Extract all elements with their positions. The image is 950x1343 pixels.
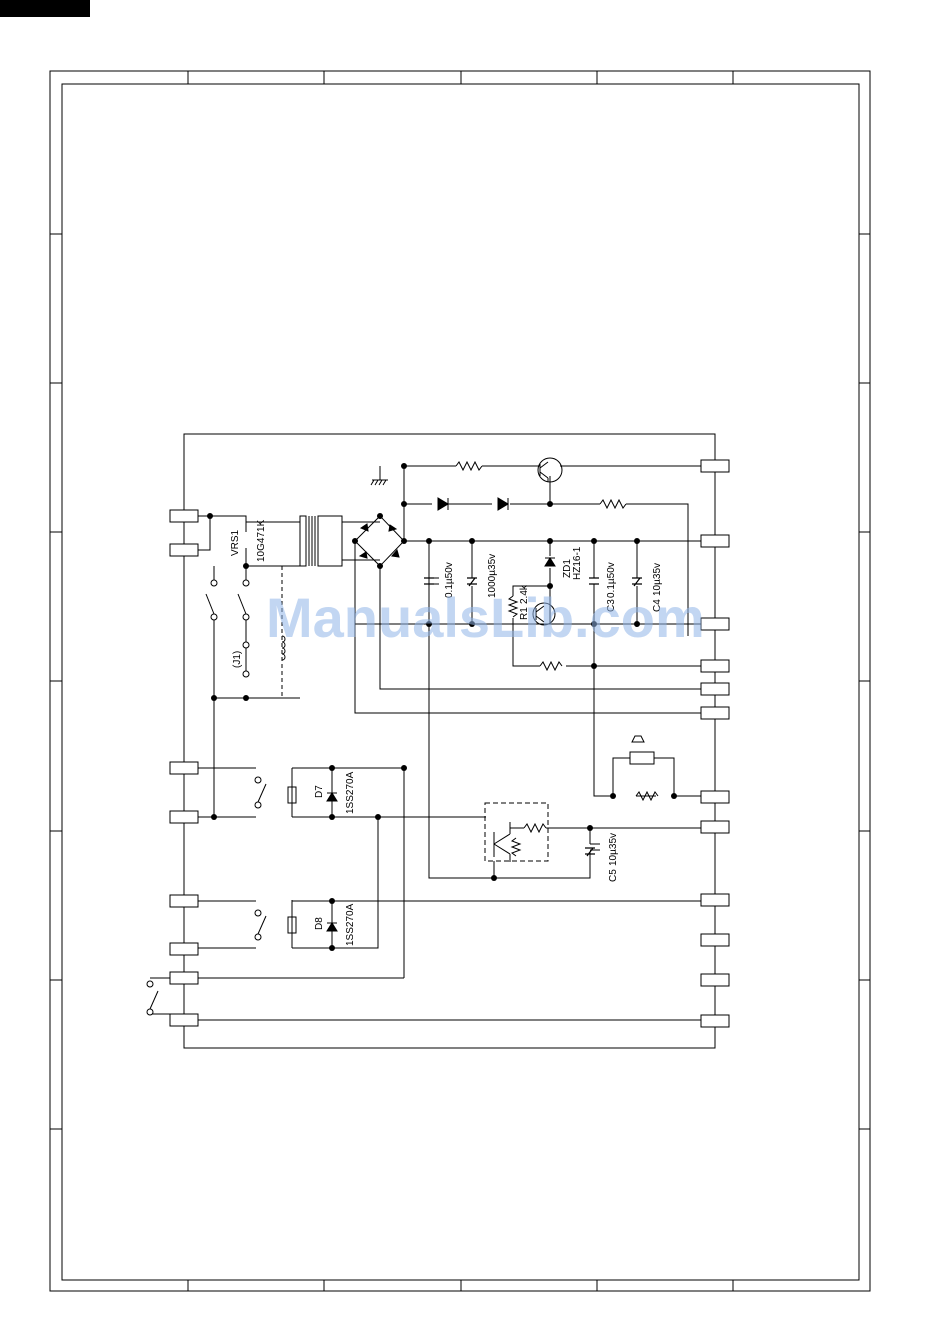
resistor-module-bias xyxy=(512,838,520,856)
diode-d7 xyxy=(327,793,337,801)
watermark: ManualsLib.com xyxy=(266,586,705,649)
cap-c5-value: 10µ35v xyxy=(608,833,619,866)
bridge-diode-3 xyxy=(360,552,367,558)
diode-d7-part: 1SS270A xyxy=(345,771,356,814)
jumper-label: (J1) xyxy=(232,651,243,668)
diode-d7-ref: D7 xyxy=(314,785,325,798)
diode-rail-1 xyxy=(438,498,448,510)
cap-c4-plates xyxy=(632,578,642,586)
diode-d8-part: 1SS270A xyxy=(345,903,356,946)
cap-c3-plates xyxy=(589,578,599,584)
resistor-top xyxy=(456,462,482,470)
drawing-frame xyxy=(50,71,870,1291)
bridge-diode-1 xyxy=(361,524,368,531)
bridge-diode-2 xyxy=(389,525,396,531)
diode-d8-ref: D8 xyxy=(314,917,325,930)
resistors xyxy=(456,462,658,856)
diode-rail-2 xyxy=(498,498,508,510)
cap-c5-ref: C5 xyxy=(608,869,619,882)
resistor-module xyxy=(524,824,546,832)
diodes xyxy=(327,498,555,931)
page-corner-tab xyxy=(0,0,90,17)
zener-zd1 xyxy=(545,558,555,566)
switches xyxy=(147,580,266,1015)
zener-part: HZ16-1 xyxy=(572,546,583,580)
ground-symbol xyxy=(371,466,388,485)
varistor-ref: VRS1 xyxy=(230,529,241,556)
cap-c1-plates xyxy=(467,578,477,586)
resistor-low xyxy=(540,662,562,670)
bridge-diode-4 xyxy=(392,550,399,557)
varistor-part: 10G471K xyxy=(256,519,267,562)
resistor-mid xyxy=(600,500,626,508)
diode-d8 xyxy=(327,923,337,931)
